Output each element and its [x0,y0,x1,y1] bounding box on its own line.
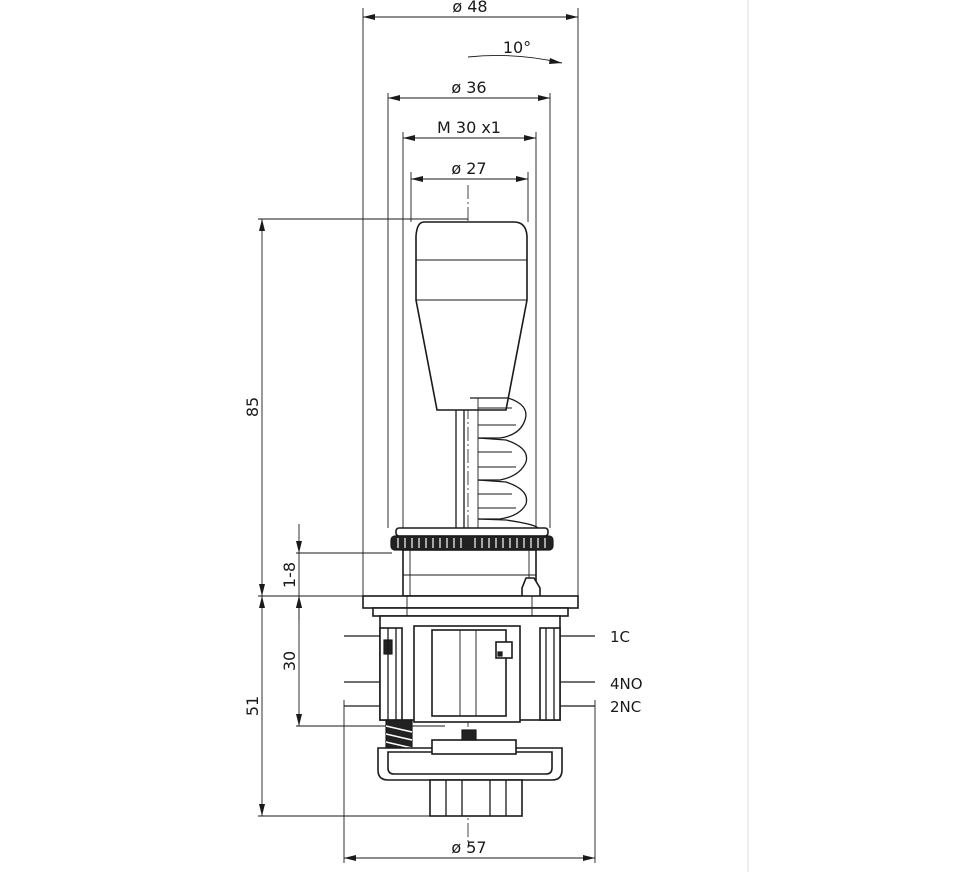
base-housing [377,729,563,781]
mounting-plate [362,595,579,617]
joystick-shaft [455,410,465,528]
switch-body [379,615,561,723]
dimension-dia-48: ø 48 [362,0,579,596]
return-spring [385,719,413,751]
dim-label-height-51: 51 [243,696,262,716]
dimension-height-85: 85 [243,218,468,597]
terminal-label-2nc: 2NC [610,698,641,716]
threaded-neck [402,549,537,597]
dimension-angle-10: 10° [467,38,563,64]
rubber-bellows [470,397,539,529]
dimension-thread-m30: M 30 x1 [402,118,537,528]
dimension-dia-27: ø 27 [410,159,529,222]
dim-label-dia-27: ø 27 [451,159,486,178]
joystick-handle [415,221,528,411]
dim-label-angle-10: 10° [503,38,531,57]
dim-label-range-1-8: 1-8 [280,562,299,588]
dim-label-dia-48: ø 48 [452,0,487,16]
terminal-label-4no: 4NO [610,675,643,693]
dim-label-dia-36: ø 36 [451,78,486,97]
knurled-ring-nut [390,527,554,551]
dim-label-depth-30: 30 [280,651,299,671]
dim-label-height-85: 85 [243,397,262,417]
dim-label-dia-57: ø 57 [451,838,486,857]
dimension-height-51: 51 [243,596,440,817]
dim-label-thread-m30: M 30 x1 [437,118,501,137]
dimension-dia-57: ø 57 [343,700,596,863]
connector-plug [429,779,523,817]
dimension-dia-36: ø 36 [387,78,551,528]
terminal-pins-left [344,635,380,707]
terminal-pins-right [560,635,595,707]
dimension-depth-30: 30 [280,596,445,727]
terminal-label-1c: 1C [610,628,630,646]
